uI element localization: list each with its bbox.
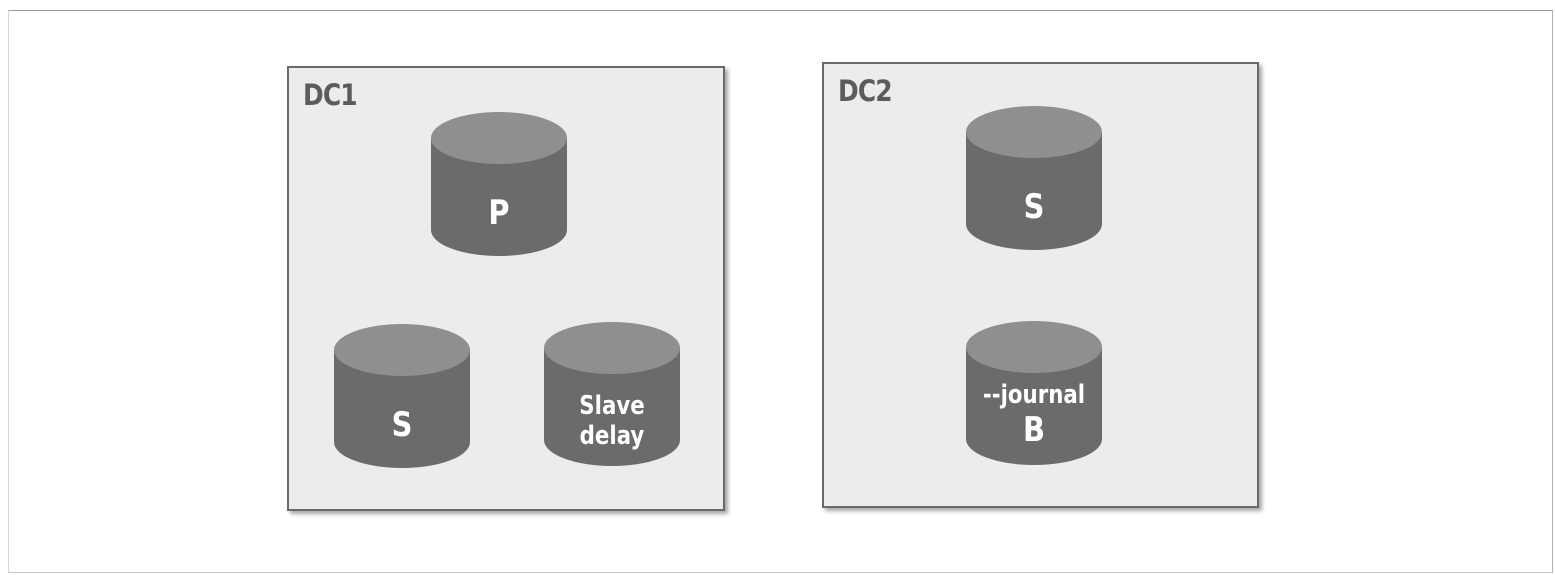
- secondary-node-cylinder: S: [964, 104, 1104, 252]
- database-cylinder-icon: [966, 321, 1102, 465]
- node-label: S: [1023, 187, 1045, 227]
- node-label-line2: delay: [579, 420, 645, 451]
- node-label-line1: Slave: [579, 391, 645, 421]
- database-cylinder-icon: [966, 106, 1102, 250]
- database-cylinder-icon: [544, 322, 680, 466]
- datacenter-label: DC2: [838, 74, 893, 108]
- database-cylinder-icon: [431, 112, 567, 256]
- datacenter-label: DC1: [303, 78, 358, 112]
- delayed-secondary-cylinder: Slave delay: [542, 320, 682, 468]
- node-label: S: [391, 405, 413, 445]
- database-cylinder-icon: [334, 324, 470, 468]
- datacenter-dc1: DC1 P S Slave delay: [287, 66, 725, 511]
- node-label-line2: B: [1022, 409, 1046, 450]
- node-label-line1: --journal: [982, 380, 1086, 410]
- datacenter-dc2: DC2 S --journal B: [822, 62, 1259, 508]
- node-label: P: [488, 193, 510, 233]
- primary-node-cylinder: P: [429, 110, 569, 258]
- secondary-node-cylinder: S: [332, 322, 472, 470]
- backup-node-cylinder: --journal B: [964, 319, 1104, 467]
- figure-frame: [8, 10, 1553, 573]
